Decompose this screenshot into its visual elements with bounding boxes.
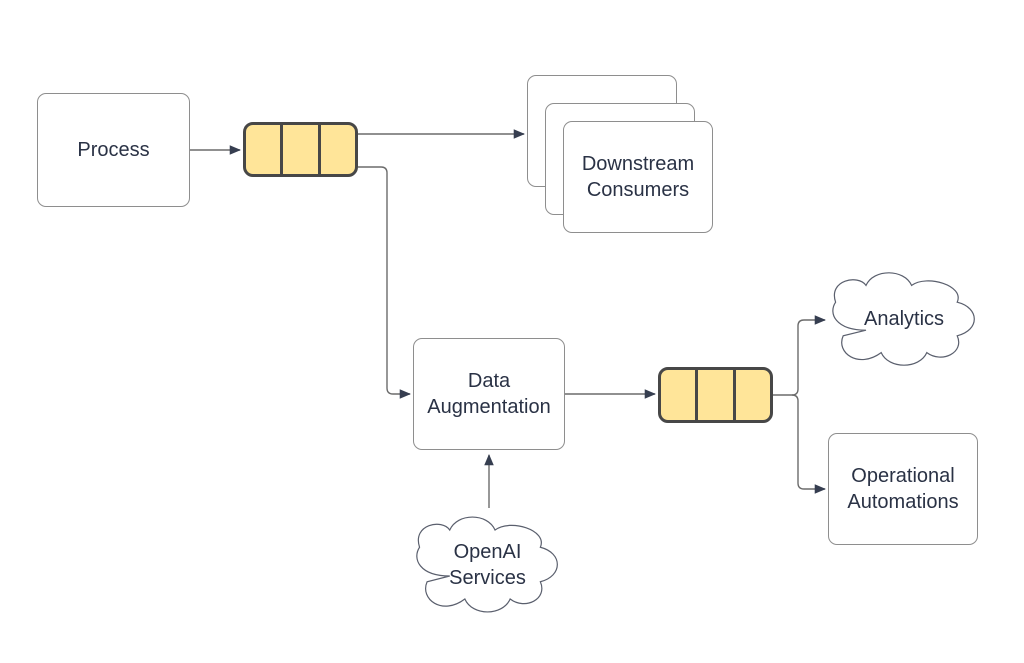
queue-2-shape	[658, 367, 773, 423]
queue-segment	[280, 125, 321, 174]
queue-segment	[695, 370, 736, 420]
queue-segment	[736, 370, 770, 420]
process-label: Process	[77, 139, 150, 161]
cloud-shape	[832, 272, 975, 366]
process-node: Process	[37, 93, 190, 207]
queue-segment	[246, 125, 280, 174]
cloud-shape	[416, 516, 558, 613]
queue-segment	[321, 125, 355, 174]
queue-1-shape	[243, 122, 358, 177]
edge-queue-1-to-data-augmentation	[358, 166, 411, 399]
openai-services-label: OpenAI Services	[449, 540, 526, 589]
edge-queue-2-to-operational-automations	[791, 394, 826, 494]
operational-automations-node: Operational Automations	[828, 433, 978, 545]
openai-services-cloud: OpenAI Services	[412, 507, 563, 622]
queue-segment	[661, 370, 695, 420]
analytics-label: Analytics	[863, 308, 945, 330]
analytics-cloud: Analytics	[828, 263, 980, 375]
operational-automations-label: Operational Automations	[847, 465, 959, 513]
downstream-consumers-label: Downstream Consumers	[581, 153, 695, 201]
stack-card-front: Downstream Consumers	[563, 121, 713, 233]
data-augmentation-label: Data Augmentation	[427, 370, 551, 418]
edge-queue-2-to-analytics	[773, 315, 826, 396]
data-augmentation-node: Data Augmentation	[413, 338, 565, 450]
